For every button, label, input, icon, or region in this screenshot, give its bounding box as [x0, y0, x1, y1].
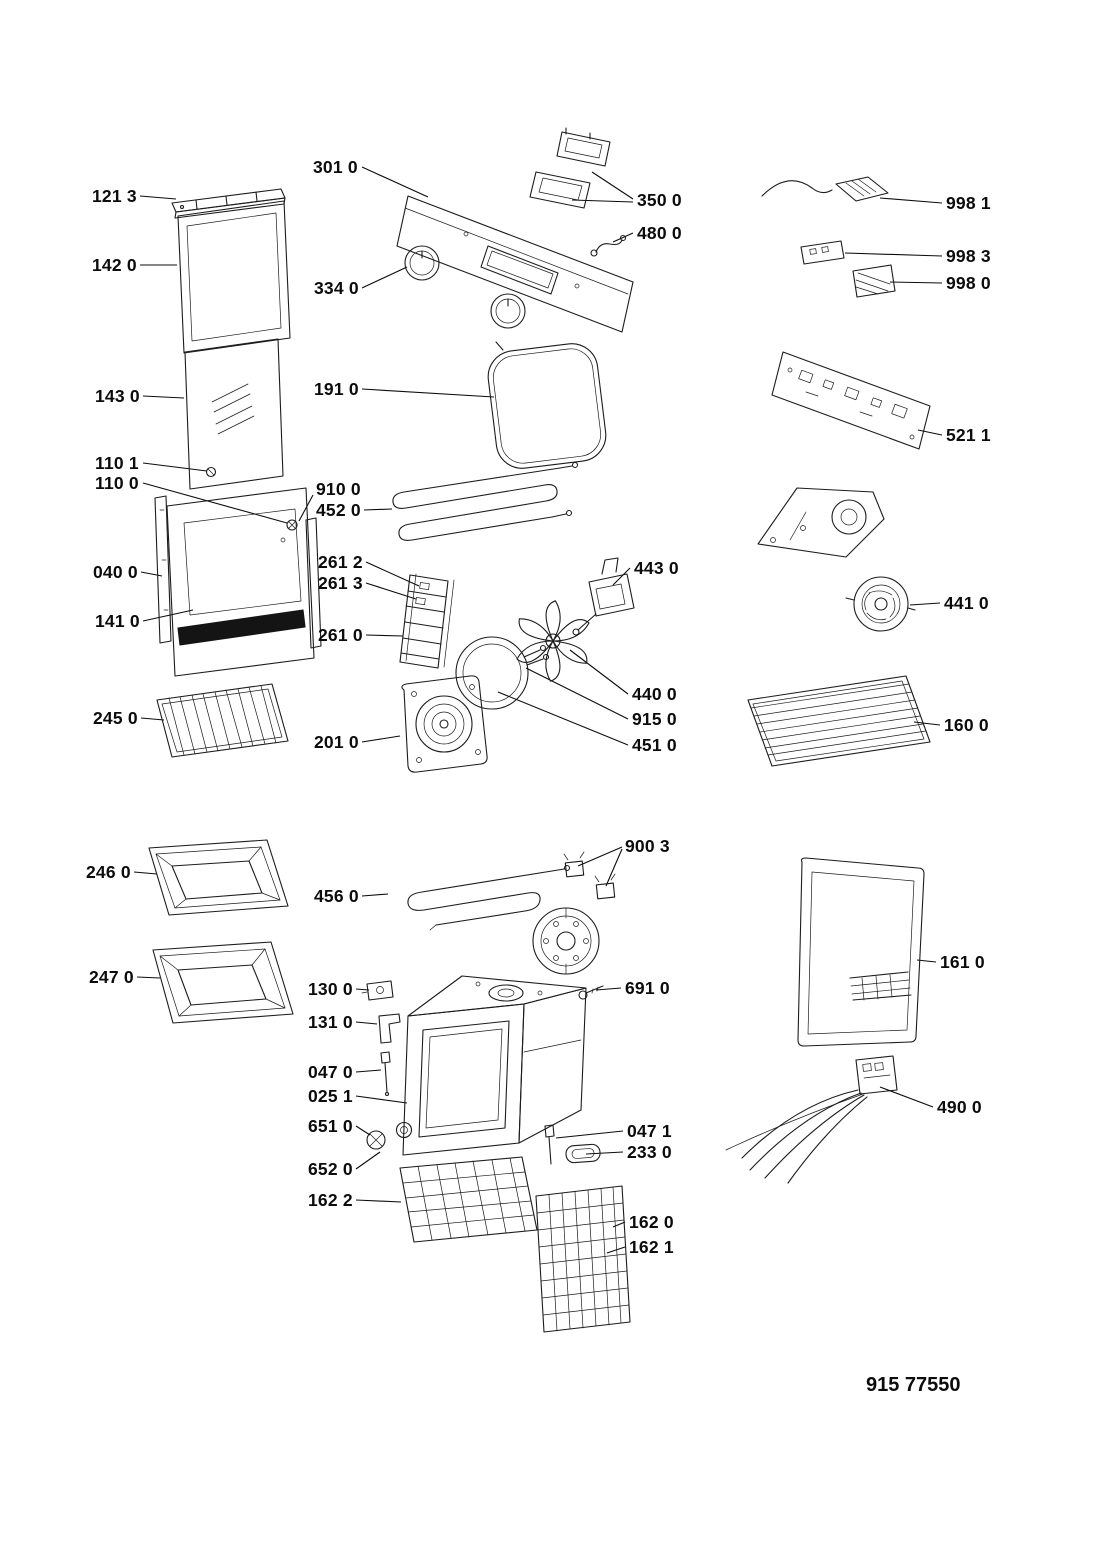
leader-lines	[133, 166, 943, 1254]
part-label-334-0: 334 0	[314, 278, 359, 298]
part-label-162-0: 162 0	[629, 1212, 674, 1232]
part-panel-brackets	[529, 127, 611, 209]
part-label-451-0: 451 0	[632, 735, 677, 755]
part-label-025-1: 025 1	[308, 1086, 353, 1106]
part-label-245-0: 245 0	[93, 708, 138, 728]
part-cable-clamp	[565, 1143, 601, 1164]
model-code: 915 77550	[866, 1374, 961, 1396]
part-label-443-0: 443 0	[634, 558, 679, 578]
part-label-110-1: 110 1	[95, 453, 139, 473]
part-label-521-1: 521 1	[946, 425, 991, 445]
part-label-691-0: 691 0	[625, 978, 670, 998]
part-label-110-0: 110 0	[95, 473, 139, 493]
part-label-440-0: 440 0	[632, 684, 677, 704]
part-ring-element	[455, 636, 550, 710]
part-label-047-0: 047 0	[308, 1062, 353, 1082]
part-cooling-fan	[845, 576, 916, 632]
part-fan-motor	[572, 557, 635, 636]
part-label-480-0: 480 0	[637, 223, 682, 243]
part-baking-tray	[148, 839, 289, 916]
part-label-040-0: 040 0	[93, 562, 138, 582]
part-label-131-0: 131 0	[308, 1012, 353, 1032]
part-label-900-3: 900 3	[625, 836, 670, 856]
part-grill-rack	[747, 675, 931, 767]
part-label-142-0: 142 0	[92, 255, 137, 275]
part-accessory-plates	[800, 240, 896, 298]
part-label-998-0: 998 0	[946, 273, 991, 293]
part-label-201-0: 201 0	[314, 732, 359, 752]
part-label-141-0: 141 0	[95, 611, 140, 631]
part-label-301-0: 301 0	[313, 157, 358, 177]
part-mounting-bolt	[578, 985, 604, 1000]
part-air-duct	[757, 487, 885, 558]
part-control-knobs	[404, 245, 526, 329]
part-label-161-0: 161 0	[940, 952, 985, 972]
part-label-441-0: 441 0	[944, 593, 989, 613]
part-oven-cavity	[402, 975, 587, 1156]
part-label-998-3: 998 3	[946, 246, 991, 266]
part-label-162-2: 162 2	[308, 1190, 353, 1210]
part-label-247-0: 247 0	[89, 967, 134, 987]
part-label-910-0: 910 0	[316, 479, 361, 499]
part-label-452-0: 452 0	[316, 500, 361, 520]
part-label-652-0: 652 0	[308, 1159, 353, 1179]
part-control-panel	[396, 195, 634, 333]
part-label-490-0: 490 0	[937, 1097, 982, 1117]
part-label-261-3: 261 3	[318, 573, 363, 593]
part-label-651-0: 651 0	[308, 1116, 353, 1136]
part-label-915-0: 915 0	[632, 709, 677, 729]
part-door-outer-glass	[177, 200, 291, 354]
part-fan-blade	[515, 598, 591, 684]
part-motor-flange	[532, 907, 600, 975]
part-label-456-0: 456 0	[314, 886, 359, 906]
part-door-inner-glass	[184, 338, 284, 490]
part-grill-element	[392, 461, 579, 541]
part-fan-cover	[401, 675, 488, 773]
part-door-gasket	[487, 341, 607, 469]
part-back-panel	[797, 857, 925, 1047]
part-label-047-1: 047 1	[627, 1121, 672, 1141]
part-label-261-2: 261 2	[318, 552, 363, 572]
part-deep-pan	[152, 941, 294, 1024]
part-terminal-block-wiring	[725, 1055, 898, 1184]
part-label-261-0: 261 0	[318, 625, 363, 645]
part-oven-lamp	[366, 1121, 413, 1150]
part-door-assembly	[154, 487, 322, 677]
part-door-latch	[361, 980, 394, 1001]
part-label-160-0: 160 0	[944, 715, 989, 735]
part-label-191-0: 191 0	[314, 379, 359, 399]
part-door-screws	[205, 466, 298, 531]
part-label-143-0: 143 0	[95, 386, 140, 406]
part-lower-element	[407, 864, 571, 931]
part-label-162-1: 162 1	[629, 1237, 674, 1257]
part-wire-shelf	[156, 683, 289, 758]
part-label-130-0: 130 0	[308, 979, 353, 999]
part-label-121-3: 121 3	[92, 186, 137, 206]
part-thermostat-probe	[380, 1051, 391, 1097]
part-label-350-0: 350 0	[637, 190, 682, 210]
part-label-998-1: 998 1	[946, 193, 991, 213]
part-thermal-switches	[563, 851, 616, 900]
part-control-board	[771, 351, 931, 450]
part-shelf-supports	[399, 573, 455, 669]
part-rear-probe	[544, 1124, 555, 1165]
part-label-246-0: 246 0	[86, 862, 131, 882]
part-latch-bracket	[378, 1013, 401, 1044]
part-label-233-0: 233 0	[627, 1142, 672, 1162]
part-sensor-cable	[590, 234, 627, 257]
part-base-grid	[399, 1156, 538, 1243]
part-rear-grid	[535, 1185, 631, 1333]
part-power-cord	[761, 176, 889, 202]
